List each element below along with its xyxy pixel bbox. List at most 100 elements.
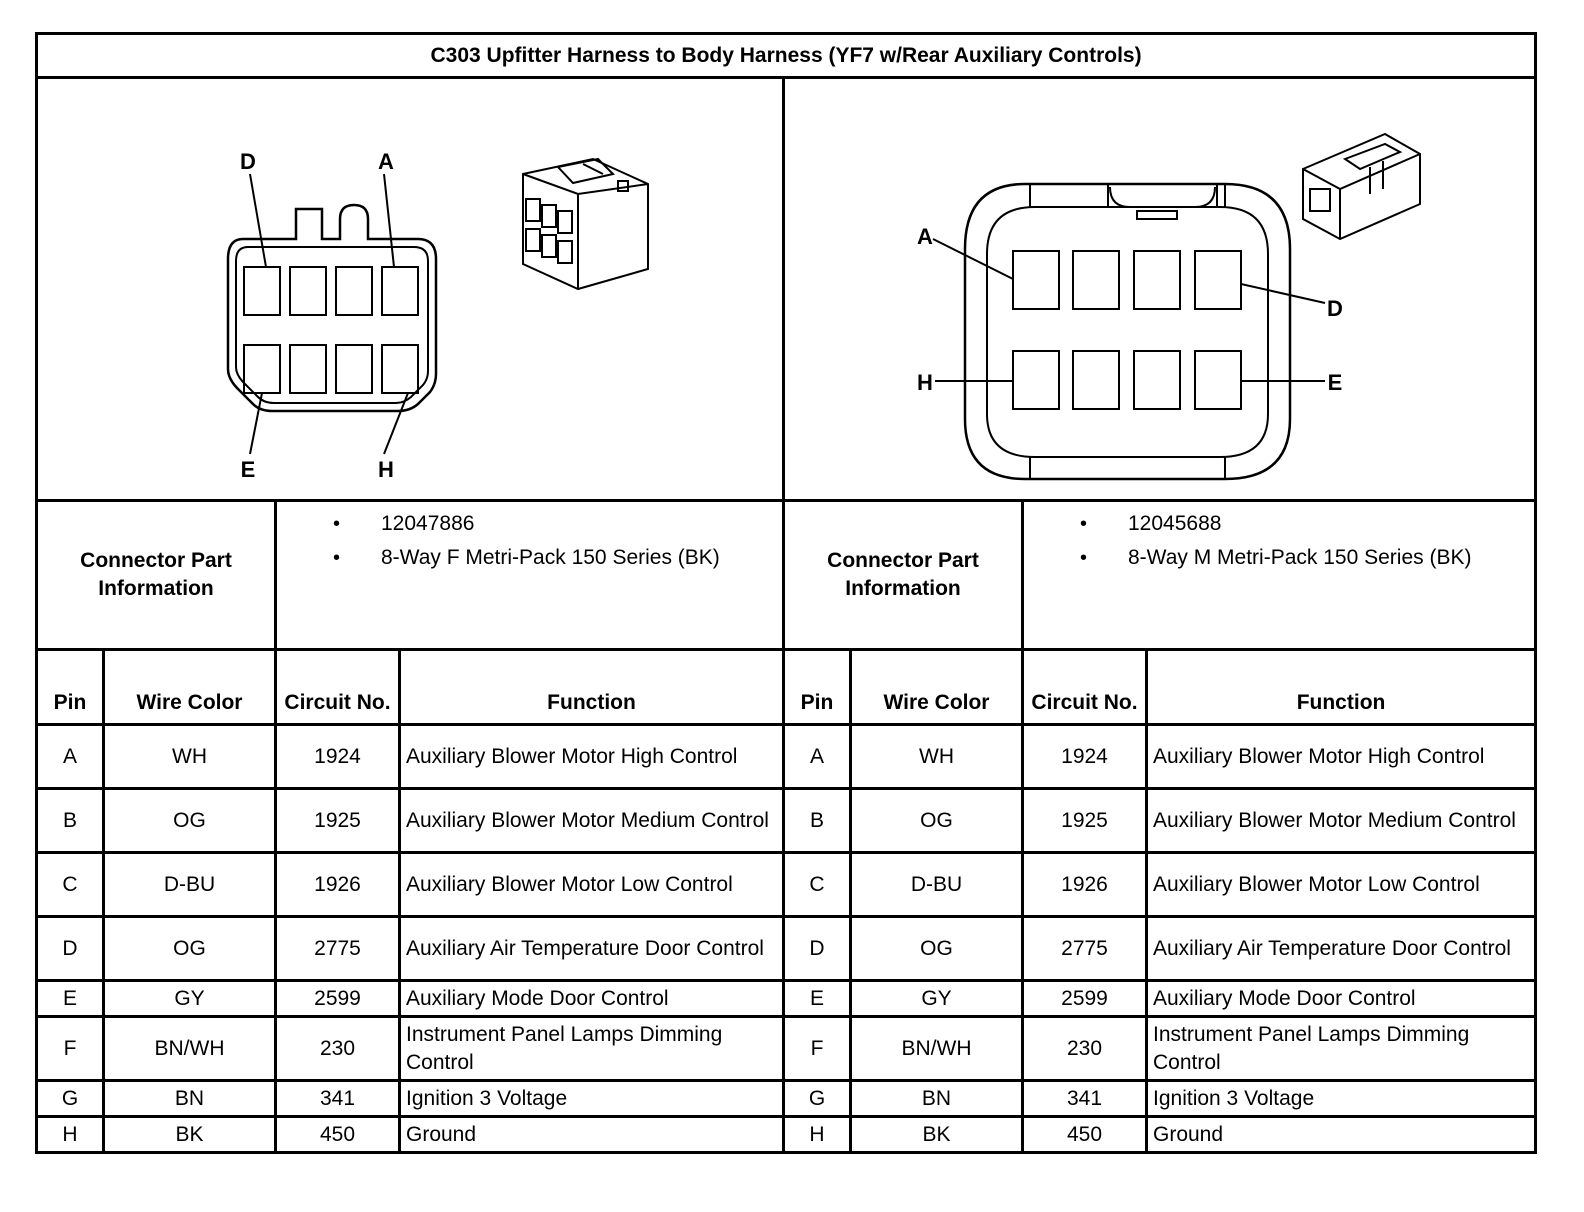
left-cell-function: Auxiliary Blower Motor Low Control: [398, 851, 785, 918]
left-cell-wire-color: BN: [102, 1079, 277, 1118]
left-cell-function: Ground: [398, 1115, 785, 1154]
right-cell-circuit: 450: [1021, 1115, 1148, 1154]
right-cell-pin: D: [782, 915, 852, 982]
left-cell-pin: H: [35, 1115, 105, 1154]
right-cell-pin: E: [782, 979, 852, 1018]
left-cell-pin: F: [35, 1015, 105, 1082]
left-cell-pin: A: [35, 723, 105, 790]
left-cell-wire-color: BK: [102, 1115, 277, 1154]
right-cell-pin: B: [782, 787, 852, 854]
left-cell-circuit: 341: [274, 1079, 401, 1118]
left-cell-circuit: 230: [274, 1015, 401, 1082]
right-pin-label-top-right: D: [1327, 296, 1343, 321]
right-cell-pin: A: [782, 723, 852, 790]
right-col-pin: Pin: [782, 648, 852, 726]
right-cell-wire-color: WH: [849, 723, 1024, 790]
left-cell-circuit: 450: [274, 1115, 401, 1154]
left-cell-circuit: 2599: [274, 979, 401, 1018]
connector-table: C303 Upfitter Harness to Body Harness (Y…: [34, 32, 1538, 1154]
left-col-circuit: Circuit No.: [274, 648, 401, 726]
left-cell-wire-color: WH: [102, 723, 277, 790]
right-pin-label-bottom-right: E: [1328, 370, 1343, 395]
right-cell-function: Auxiliary Air Temperature Door Control: [1144, 915, 1538, 982]
left-cell-circuit: 1924: [274, 723, 401, 790]
left-pin-label-top-left: D: [240, 149, 256, 174]
left-info-list: 12047886 8-Way F Metri-Pack 150 Series (…: [274, 499, 785, 651]
left-cell-pin: C: [35, 851, 105, 918]
right-cell-circuit: 1926: [1021, 851, 1148, 918]
connector-sheet: C303 Upfitter Harness to Body Harness (Y…: [34, 32, 1538, 1190]
right-cell-wire-color: D-BU: [849, 851, 1024, 918]
male-connector-drawing: A D H E: [917, 132, 1421, 481]
right-cell-pin: F: [782, 1015, 852, 1082]
right-cell-circuit: 1924: [1021, 723, 1148, 790]
left-col-function: Function: [398, 648, 785, 726]
right-cell-wire-color: GY: [849, 979, 1024, 1018]
right-pin-label-bottom-left: H: [917, 370, 933, 395]
left-info-label: Connector Part Information: [35, 499, 277, 651]
left-cell-pin: G: [35, 1079, 105, 1118]
right-part-description: 8-Way M Metri-Pack 150 Series (BK): [1080, 544, 1534, 572]
right-pin-label-top-left: A: [917, 224, 933, 249]
page-title: C303 Upfitter Harness to Body Harness (Y…: [34, 32, 1538, 79]
right-cell-wire-color: BN: [849, 1079, 1024, 1118]
right-cell-circuit: 1925: [1021, 787, 1148, 854]
left-cell-wire-color: D-BU: [102, 851, 277, 918]
right-cell-function: Auxiliary Blower Motor Medium Control: [1144, 787, 1538, 854]
right-cell-function: Ignition 3 Voltage: [1144, 1079, 1538, 1118]
left-cell-function: Instrument Panel Lamps Dimming Control: [398, 1015, 785, 1082]
right-connector-diagram: A D H E: [781, 76, 1538, 502]
left-cell-wire-color: GY: [102, 979, 277, 1018]
right-cell-pin: H: [782, 1115, 852, 1154]
left-cell-wire-color: BN/WH: [102, 1015, 277, 1082]
left-cell-circuit: 1926: [274, 851, 401, 918]
right-cell-circuit: 2775: [1021, 915, 1148, 982]
left-pin-label-bottom-right: H: [378, 457, 394, 482]
left-cell-circuit: 1925: [274, 787, 401, 854]
right-cell-function: Ground: [1144, 1115, 1538, 1154]
right-cell-wire-color: BK: [849, 1115, 1024, 1154]
left-cell-circuit: 2775: [274, 915, 401, 982]
left-cell-function: Auxiliary Air Temperature Door Control: [398, 915, 785, 982]
right-cell-function: Instrument Panel Lamps Dimming Control: [1144, 1015, 1538, 1082]
right-cell-wire-color: OG: [849, 787, 1024, 854]
right-cell-wire-color: OG: [849, 915, 1024, 982]
right-cell-pin: C: [782, 851, 852, 918]
left-pin-label-bottom-left: E: [241, 457, 256, 482]
right-cell-function: Auxiliary Blower Motor Low Control: [1144, 851, 1538, 918]
left-cell-function: Auxiliary Blower Motor Medium Control: [398, 787, 785, 854]
right-col-circuit: Circuit No.: [1021, 648, 1148, 726]
left-cell-wire-color: OG: [102, 787, 277, 854]
right-cell-circuit: 230: [1021, 1015, 1148, 1082]
right-cell-circuit: 341: [1021, 1079, 1148, 1118]
right-cell-function: Auxiliary Blower Motor High Control: [1144, 723, 1538, 790]
left-cell-pin: B: [35, 787, 105, 854]
left-cell-pin: E: [35, 979, 105, 1018]
right-cell-pin: G: [782, 1079, 852, 1118]
right-info-label: Connector Part Information: [782, 499, 1024, 651]
right-col-function: Function: [1144, 648, 1538, 726]
left-col-wire-color: Wire Color: [102, 648, 277, 726]
right-cell-wire-color: BN/WH: [849, 1015, 1024, 1082]
right-part-number: 12045688: [1080, 510, 1534, 538]
left-cell-function: Ignition 3 Voltage: [398, 1079, 785, 1118]
right-cell-circuit: 2599: [1021, 979, 1148, 1018]
left-cell-function: Auxiliary Blower Motor High Control: [398, 723, 785, 790]
left-connector-diagram: D A E H: [35, 76, 785, 502]
left-part-description: 8-Way F Metri-Pack 150 Series (BK): [333, 544, 782, 572]
female-connector-drawing: D A E H: [226, 149, 649, 482]
left-cell-pin: D: [35, 915, 105, 982]
right-info-list: 12045688 8-Way M Metri-Pack 150 Series (…: [1020, 499, 1538, 651]
left-part-number: 12047886: [333, 510, 782, 538]
left-cell-wire-color: OG: [102, 915, 277, 982]
left-col-pin: Pin: [35, 648, 105, 726]
